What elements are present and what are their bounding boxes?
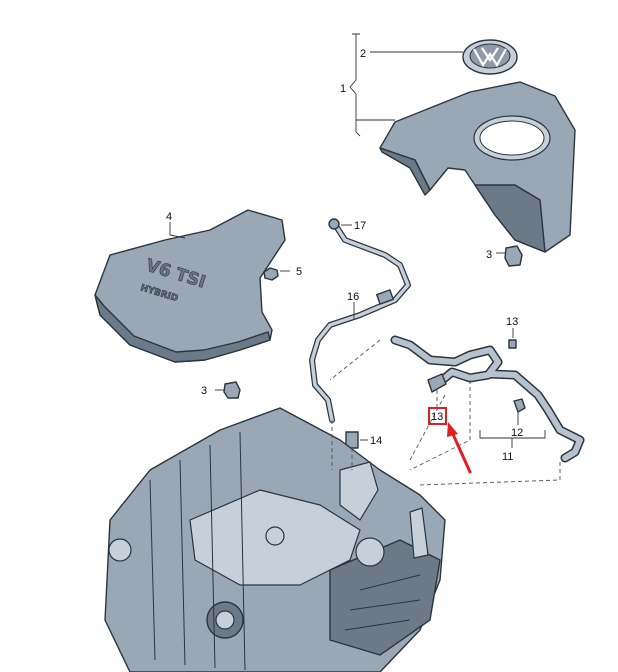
callout-13b: 13 (431, 411, 443, 423)
callout-12: 12 (511, 427, 523, 439)
callout-1: 1 (340, 83, 346, 95)
v6-engine-cover: V6 TSI HYBRID (94, 209, 286, 363)
callout-14: 14 (370, 435, 382, 447)
breather-line-16 (309, 223, 411, 423)
callout-2: 2 (360, 48, 366, 60)
highlight-box (428, 407, 447, 425)
bolt-13 (508, 339, 517, 349)
clip-3b (223, 381, 241, 399)
clip-12 (513, 398, 526, 413)
hose-clip-17 (328, 218, 340, 230)
upper-engine-cover (379, 81, 576, 253)
callout-5: 5 (296, 266, 302, 278)
callout-4: 4 (166, 211, 172, 223)
callout-3a: 3 (486, 249, 492, 261)
callout-17: 17 (354, 220, 366, 232)
callout-13a: 13 (506, 316, 518, 328)
callout-3b: 3 (201, 385, 207, 397)
clip-3a (504, 245, 523, 267)
callout-16: 16 (347, 291, 359, 303)
vent-hose-11 (390, 335, 585, 463)
engine-block (104, 407, 446, 672)
vw-logo-icon (462, 39, 518, 75)
callout-11: 11 (502, 451, 513, 463)
nut-5 (263, 267, 279, 281)
connector-13 (427, 373, 447, 393)
red-arrow-icon (447, 422, 472, 474)
leader-lines (169, 33, 561, 486)
